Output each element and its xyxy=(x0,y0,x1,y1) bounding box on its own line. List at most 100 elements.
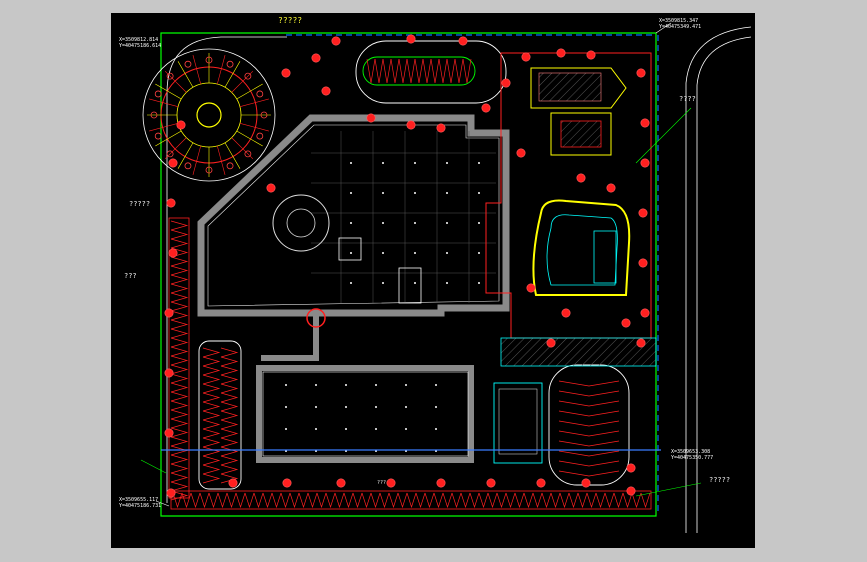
parking-stall xyxy=(220,383,239,394)
column-dot xyxy=(414,222,416,224)
shrub xyxy=(154,90,162,98)
parking-stall xyxy=(406,492,417,509)
column-dot xyxy=(414,282,416,284)
tree xyxy=(640,158,650,168)
parking-stall xyxy=(170,238,189,249)
tree xyxy=(486,478,496,488)
plaza-ray xyxy=(224,61,241,88)
parking-stall xyxy=(438,58,448,84)
column-dot xyxy=(446,222,448,224)
parking-stall xyxy=(170,355,189,366)
tree xyxy=(606,183,616,193)
parking-stall xyxy=(577,492,588,509)
parking-stall xyxy=(220,473,239,484)
tree xyxy=(176,120,186,130)
tree xyxy=(636,338,646,348)
small-building-lr xyxy=(493,382,543,464)
parking-stall xyxy=(208,492,219,509)
parking-stall xyxy=(202,455,221,466)
parking-stall xyxy=(170,400,189,411)
tree xyxy=(626,486,636,496)
parking-stall xyxy=(170,346,189,357)
parking-stall xyxy=(558,470,620,477)
cad-viewport[interactable]: ????? ???? ????? ??? ????? ??? X=3509812… xyxy=(111,13,755,548)
parking-stall xyxy=(220,410,239,421)
leader-bottom-right xyxy=(635,482,702,497)
column-dot xyxy=(375,406,377,408)
parking-stall xyxy=(460,492,471,509)
parking-stall xyxy=(558,450,620,457)
tree xyxy=(164,428,174,438)
tree xyxy=(626,463,636,473)
site-plan-drawing xyxy=(140,22,752,533)
parking-stall xyxy=(202,437,221,448)
parking-stall xyxy=(430,58,440,84)
shrub xyxy=(205,166,213,174)
right-road-2 xyxy=(696,36,752,533)
parking-stall xyxy=(271,492,282,509)
parking-stall xyxy=(640,492,651,509)
parking-stall xyxy=(220,347,239,358)
parking-stall xyxy=(170,409,189,420)
parking-stall xyxy=(532,492,543,509)
tree xyxy=(228,478,238,488)
column-dot xyxy=(345,406,347,408)
parking-stall xyxy=(170,319,189,330)
column-dot xyxy=(405,428,407,430)
parking-stall xyxy=(595,492,606,509)
parking-stall xyxy=(253,492,264,509)
column-dot xyxy=(478,222,480,224)
parking-stall xyxy=(217,492,228,509)
parking-stall xyxy=(352,492,363,509)
tree xyxy=(282,478,292,488)
shrub xyxy=(166,72,174,80)
column-dot xyxy=(414,162,416,164)
parking-stall xyxy=(398,58,408,84)
parking-stall xyxy=(424,492,435,509)
tree xyxy=(481,103,491,113)
tree xyxy=(576,173,586,183)
parking-stall xyxy=(202,374,221,385)
tree xyxy=(586,50,596,60)
column-dot xyxy=(446,282,448,284)
tree xyxy=(436,123,446,133)
label-right-top: ???? xyxy=(679,95,696,103)
plaza-ray xyxy=(155,130,182,147)
column-dot xyxy=(350,222,352,224)
parking-stall xyxy=(202,419,221,430)
coord-top-left: X=3509812.814 Y=40475186.614 xyxy=(119,37,162,49)
plaza-ray xyxy=(149,122,179,132)
column-dot xyxy=(315,406,317,408)
main-building-outline xyxy=(197,114,510,317)
parking-stall xyxy=(558,400,620,407)
parking-stall xyxy=(202,365,221,376)
column-dot xyxy=(382,282,384,284)
plaza-ray xyxy=(177,61,194,88)
column-dot xyxy=(350,192,352,194)
parking-stall xyxy=(170,472,189,483)
tree xyxy=(561,308,571,318)
column-dot xyxy=(350,282,352,284)
parking-stall xyxy=(170,490,189,501)
tree xyxy=(501,78,511,88)
parking-stall xyxy=(604,492,615,509)
pavilion-1-roof xyxy=(538,72,602,102)
parking-stall xyxy=(390,58,400,84)
parking-stall xyxy=(220,374,239,385)
parking-stall xyxy=(220,356,239,367)
shrub xyxy=(226,162,234,170)
parking-stall xyxy=(550,492,561,509)
parking-stall xyxy=(558,440,620,447)
top-parking-loop xyxy=(355,40,507,104)
tree xyxy=(436,478,446,488)
column-dot xyxy=(285,384,287,386)
parking-stall xyxy=(415,492,426,509)
pond xyxy=(532,199,631,296)
lower-building xyxy=(262,371,469,457)
parking-stall xyxy=(433,492,444,509)
parking-stall xyxy=(496,492,507,509)
lower-right-parking-stalls xyxy=(558,380,620,477)
parking-stall xyxy=(220,455,239,466)
tree xyxy=(638,258,648,268)
tree xyxy=(366,113,376,123)
